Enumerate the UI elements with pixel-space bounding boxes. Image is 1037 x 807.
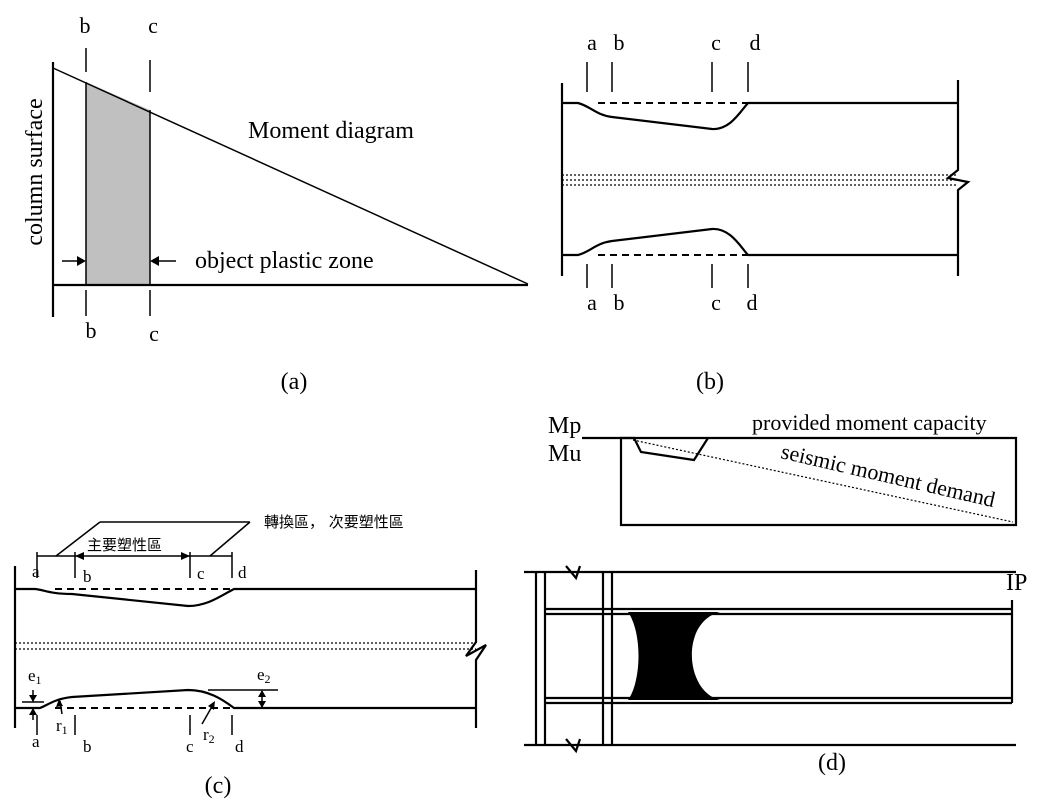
caption-b: (b): [696, 369, 724, 395]
caption-a: (a): [281, 369, 308, 395]
c-label-b-top: b: [83, 567, 92, 586]
zone-arrow-left-head: [77, 256, 86, 266]
c-dim-arrow-1: [75, 552, 84, 560]
b-label-a-bottom: a: [587, 290, 597, 315]
zone-arrow-right-head: [150, 256, 159, 266]
b-label-b-bottom: b: [614, 290, 625, 315]
c-label-a-top: a: [32, 562, 40, 581]
plastic-zone-fill: [86, 82, 150, 285]
c-label-d-top: d: [238, 563, 247, 582]
moment-diagram-label: Moment diagram: [248, 118, 414, 144]
moment-diagram-line: [52, 67, 529, 285]
c-e2-arrow-head-2: [258, 701, 266, 708]
caption-c: (c): [205, 773, 232, 799]
c-r1-arrow-head: [56, 699, 63, 707]
b-label-c-bottom: c: [711, 290, 721, 315]
b-label-b-top: b: [614, 30, 625, 55]
d-break-bottom: [565, 738, 582, 754]
c-r1-label: r1: [56, 716, 68, 737]
c-top-flange: [15, 587, 476, 608]
panel-a: b c b c column surface Moment diagram ob…: [22, 13, 529, 395]
c-e2-arrow-head-1: [258, 690, 266, 697]
d-mu-label: Mu: [548, 441, 581, 467]
d-capacity-label: provided moment capacity: [752, 410, 987, 435]
d-ip-label: IP: [1006, 570, 1027, 596]
panel-d: Mp Mu provided moment capacity seismic m…: [524, 410, 1027, 776]
d-moment-box: [619, 436, 1018, 527]
c-e1-label: e1: [28, 666, 42, 687]
panel-c: 主要塑性區 轉換區， 次要塑性區 a b c d a b c d e1 e2 r…: [13, 513, 487, 799]
c-e1-arrow-head-1: [29, 695, 37, 702]
d-demand-line: [632, 439, 1014, 523]
label-b-top: b: [80, 13, 91, 38]
c-leader-2: [209, 521, 251, 557]
b-top-flange: [562, 101, 958, 131]
d-rbs-cut: [628, 612, 720, 700]
c-e2-label: e2: [257, 665, 271, 686]
c-dim-arrow-2: [181, 552, 190, 560]
b-label-d-top: d: [750, 30, 761, 55]
c-bottom-flange: [15, 688, 476, 710]
c-label-a-bottom: a: [32, 732, 40, 751]
b-label-a-top: a: [587, 30, 597, 55]
label-b-bottom: b: [86, 318, 97, 343]
b-break-line: [945, 80, 971, 276]
c-break-line: [465, 570, 487, 728]
d-demand-label: seismic moment demand: [779, 439, 998, 513]
caption-d: (d): [818, 750, 846, 776]
c-main-zone-label: 主要塑性區: [87, 536, 162, 554]
label-c-bottom: c: [149, 321, 159, 346]
b-label-d-bottom: d: [747, 290, 758, 315]
label-c-top: c: [148, 13, 158, 38]
b-label-c-top: c: [711, 30, 721, 55]
d-capacity-line: [582, 436, 709, 462]
c-transition-zone-label: 轉換區， 次要塑性區: [264, 513, 404, 531]
c-r2-label: r2: [203, 725, 215, 746]
c-label-b-bottom: b: [83, 737, 92, 756]
b-bottom-flange: [562, 227, 958, 257]
c-e1-arrow-head-2: [29, 708, 37, 715]
c-label-c-bottom: c: [186, 737, 194, 756]
d-break-top: [565, 565, 582, 581]
c-label-c-top: c: [197, 564, 205, 583]
plastic-zone-label: object plastic zone: [195, 248, 374, 274]
c-r2-arrow-head: [208, 701, 215, 710]
d-mp-label: Mp: [548, 413, 581, 439]
panel-b: a b c d a b c d (b): [560, 30, 971, 395]
c-label-d-bottom: d: [235, 737, 244, 756]
c-leader-1: [55, 521, 101, 557]
column-surface-label: column surface: [22, 98, 48, 245]
